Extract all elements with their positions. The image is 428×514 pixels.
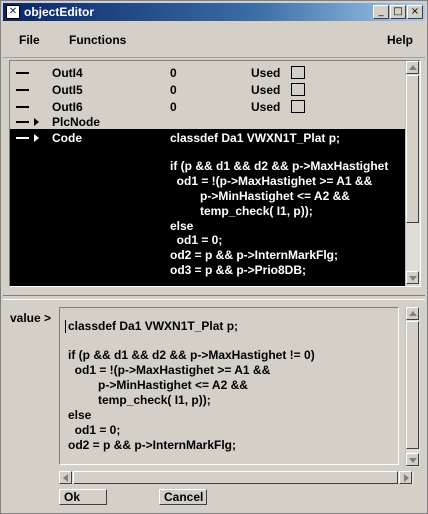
arrow-right-icon <box>404 474 409 482</box>
value-line: od1 = !(p->MaxHastighet >= A1 && <box>68 363 271 377</box>
scroll-down-button[interactable] <box>406 453 419 466</box>
code-line: temp_check( I1, p)); <box>170 204 313 218</box>
code-line: od1 = 0; <box>170 233 223 247</box>
attribute-name: OutI4 <box>52 66 83 80</box>
attribute-name: PlcNode <box>52 115 101 129</box>
value-line: p->MinHastighet <= A2 && <box>68 378 248 392</box>
attribute-value: 0 <box>170 66 177 80</box>
used-checkbox[interactable] <box>291 83 305 96</box>
attribute-used-label: Used <box>251 66 281 80</box>
menu-file[interactable]: File <box>19 33 40 47</box>
pane-divider[interactable] <box>3 295 425 300</box>
cancel-button[interactable]: Cancel <box>159 489 207 505</box>
expand-arrow-icon[interactable] <box>34 118 39 126</box>
value-line: od1 = 0; <box>68 423 121 437</box>
collapse-dash-icon <box>16 121 29 123</box>
window-title: objectEditor <box>24 5 95 19</box>
attribute-name: Code <box>52 131 82 145</box>
value-line: else <box>68 408 92 422</box>
scroll-up-button[interactable] <box>406 61 419 74</box>
scroll-thumb[interactable] <box>73 471 398 484</box>
attribute-row-outi6[interactable]: OutI6 0 Used <box>10 99 405 115</box>
title-bar[interactable]: ✕ objectEditor _ □ × <box>3 3 425 21</box>
minimize-button[interactable]: _ <box>373 5 389 19</box>
arrow-left-icon <box>63 474 68 482</box>
used-checkbox[interactable] <box>291 66 305 79</box>
expand-arrow-icon[interactable] <box>34 134 39 142</box>
text-caret <box>65 320 66 333</box>
value-line: if (p && d1 && d2 && p->MaxHastighet != … <box>68 348 315 362</box>
attribute-name: OutI6 <box>52 100 83 114</box>
scroll-down-button[interactable] <box>406 271 419 284</box>
value-line: classdef Da1 VWXN1T_Plat p; <box>68 319 239 333</box>
menu-help[interactable]: Help <box>387 33 414 47</box>
attribute-list-scrollbar[interactable] <box>405 61 420 285</box>
value-line: temp_check( I1, p)); <box>68 393 211 407</box>
collapse-dash-icon <box>16 137 29 139</box>
attribute-list: OutI4 0 Used OutI5 0 Used OutI6 0 Used P… <box>9 60 421 287</box>
value-label: value > <box>10 311 52 325</box>
code-line: else <box>170 219 194 233</box>
code-line: if (p && d1 && d2 && p->MaxHastighet <box>170 159 389 173</box>
attribute-row-outi5[interactable]: OutI5 0 Used <box>10 82 405 98</box>
app-icon: ✕ <box>6 5 20 19</box>
collapse-dash-icon <box>16 106 29 108</box>
arrow-up-icon <box>409 311 417 316</box>
attribute-row-code[interactable]: Code <box>10 130 405 146</box>
maximize-button[interactable]: □ <box>390 5 406 19</box>
menu-bar: File Functions Help <box>3 23 425 58</box>
code-line: od1 = !(p->MaxHastighet >= A1 && <box>170 174 373 188</box>
value-text-area[interactable]: classdef Da1 VWXN1T_Plat p; if (p && d1 … <box>59 307 399 465</box>
arrow-down-icon <box>409 276 417 281</box>
attribute-used-label: Used <box>251 100 281 114</box>
code-line: od3 = p && p->Prio8DB; <box>170 263 307 277</box>
close-button[interactable]: × <box>407 5 423 19</box>
attribute-row-plcnode[interactable]: PlcNode <box>10 114 405 130</box>
code-line: od2 = p && p->InternMarkFlg; <box>170 248 339 262</box>
scroll-left-button[interactable] <box>59 471 72 484</box>
value-horizontal-scrollbar[interactable] <box>59 471 414 484</box>
menu-functions[interactable]: Functions <box>69 33 127 47</box>
selected-attribute-code[interactable]: Code classdef Da1 VWXN1T_Plat p; if (p &… <box>10 129 405 286</box>
arrow-up-icon <box>409 65 417 70</box>
scroll-thumb[interactable] <box>406 75 419 223</box>
code-line: classdef Da1 VWXN1T_Plat p; <box>170 131 341 145</box>
scroll-up-button[interactable] <box>406 307 419 320</box>
scroll-right-button[interactable] <box>399 471 412 484</box>
attribute-name: OutI5 <box>52 83 83 97</box>
value-vertical-scrollbar[interactable] <box>405 307 420 467</box>
arrow-down-icon <box>409 458 417 463</box>
code-line: p->MinHastighet <= A2 && <box>170 189 350 203</box>
value-line: od2 = p && p->InternMarkFlg; <box>68 438 237 452</box>
used-checkbox[interactable] <box>291 100 305 113</box>
collapse-dash-icon <box>16 72 29 74</box>
scroll-thumb[interactable] <box>406 321 419 449</box>
attribute-row-outi4[interactable]: OutI4 0 Used <box>10 65 405 81</box>
ok-button[interactable]: Ok <box>59 489 107 505</box>
attribute-used-label: Used <box>251 83 281 97</box>
attribute-value: 0 <box>170 83 177 97</box>
attribute-value: 0 <box>170 100 177 114</box>
collapse-dash-icon <box>16 89 29 91</box>
